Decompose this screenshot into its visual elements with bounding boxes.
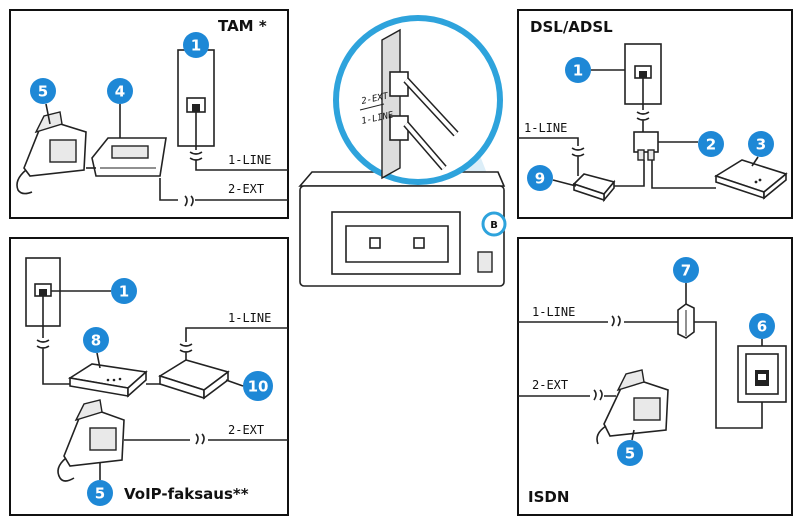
leader-dsl-filter <box>552 179 577 187</box>
badge-wall-jack-voip: 1 <box>111 278 137 304</box>
panel-dsl: DSL/ADSL 1-LINE <box>517 9 793 219</box>
panel-isdn-frame <box>517 237 793 516</box>
wire-filter-jack <box>694 321 763 429</box>
printer-tray <box>345 225 449 263</box>
badge-voip-modem-number: 8 <box>91 332 101 350</box>
badge-telephone-tam: 5 <box>30 78 56 104</box>
wire-adapter-line <box>179 327 288 360</box>
port-marker: B <box>490 220 498 231</box>
voip-line-label: 1-LINE <box>228 311 271 325</box>
badge-splitter-number: 2 <box>706 136 716 154</box>
leader-telephone-isdn <box>631 429 635 441</box>
wire-jack-modem <box>36 296 70 385</box>
wire-line-filter <box>518 315 678 327</box>
leader-voip-modem <box>96 352 101 369</box>
badge-wall-jack-tam: 1 <box>183 32 209 58</box>
badge-dsl-filter: 9 <box>527 165 553 191</box>
isdn-filter <box>677 303 695 339</box>
badge-telephone-isdn: 5 <box>617 440 643 466</box>
wire-line <box>195 160 288 171</box>
port-zoom: 2-EXT 1-LINE <box>333 15 503 185</box>
telephone <box>596 369 669 445</box>
tam-line-label: 1-LINE <box>228 153 271 167</box>
panel-tam-title: TAM * <box>218 17 267 35</box>
badge-isdn-filter: 7 <box>673 257 699 283</box>
port-highlight <box>481 211 507 237</box>
panel-voip-title: VoIP-faksaus** <box>124 485 249 503</box>
badge-isdn-jack-number: 6 <box>757 318 767 336</box>
printer-slot-right <box>413 237 425 249</box>
printer-panel <box>331 211 461 275</box>
badge-splitter: 2 <box>698 131 724 157</box>
port-label-divider <box>359 103 385 111</box>
isdn-line-label: 1-LINE <box>532 305 575 319</box>
badge-wall-jack-dsl: 1 <box>565 57 591 83</box>
panel-tam: TAM * 1-LINE 2-EXT 1 <box>9 9 289 219</box>
panel-voip: 1-LINE 2-EXT VoIP-faksaus** 1 8 10 5 <box>9 237 289 516</box>
dsl-modem <box>714 159 788 200</box>
leader-voip-adapter <box>225 379 244 387</box>
badge-isdn-jack: 6 <box>749 313 775 339</box>
badge-telephone-voip: 5 <box>87 480 113 506</box>
printer-side-connector <box>477 251 493 273</box>
badge-telephone-tam-number: 5 <box>38 83 48 101</box>
isdn-ext-label: 2-EXT <box>532 378 568 392</box>
badge-dsl-modem-number: 3 <box>756 136 766 154</box>
tam-ext-label: 2-EXT <box>228 182 264 196</box>
wire-ext-phone <box>518 389 616 401</box>
badge-telephone-voip-number: 5 <box>95 485 105 503</box>
badge-wall-jack-voip-number: 1 <box>119 283 129 301</box>
answering-machine <box>91 137 167 177</box>
panel-isdn-title: ISDN <box>528 488 569 506</box>
badge-dsl-modem: 3 <box>748 131 774 157</box>
wire-splitter-filter <box>614 160 645 187</box>
panel-dsl-title: DSL/ADSL <box>530 18 613 36</box>
wire-jack-splitter <box>636 78 650 132</box>
printer-slot-left <box>369 237 381 249</box>
badge-voip-adapter: 10 <box>243 371 273 401</box>
badge-answering-machine-number: 4 <box>115 83 125 101</box>
wire-line-filter <box>518 137 585 176</box>
badge-voip-modem: 8 <box>83 327 109 353</box>
telephone <box>57 399 125 482</box>
badge-answering-machine: 4 <box>107 78 133 104</box>
badge-isdn-filter-number: 7 <box>681 262 691 280</box>
voip-ext-label: 2-EXT <box>228 423 264 437</box>
splitter <box>633 131 659 161</box>
wire-splitter-modem <box>651 160 716 189</box>
voip-adapter <box>158 359 230 400</box>
isdn-jack <box>737 345 787 403</box>
voip-modem <box>67 363 148 398</box>
panel-isdn: ISDN 1-LINE 2-EXT 7 <box>517 237 793 516</box>
wire-phone-ext <box>124 433 288 445</box>
printer: B 2-EXT 1-LINE <box>298 15 507 287</box>
badge-voip-adapter-number: 10 <box>248 378 269 396</box>
badge-wall-jack-dsl-number: 1 <box>573 62 583 80</box>
leader-dsl-modem <box>751 156 759 167</box>
badge-telephone-isdn-number: 5 <box>625 445 635 463</box>
badge-wall-jack-tam-number: 1 <box>191 37 201 55</box>
wire-ext <box>159 178 288 207</box>
dsl-filter <box>572 173 616 203</box>
badge-dsl-filter-number: 9 <box>535 170 545 188</box>
dsl-line-label: 1-LINE <box>524 121 567 135</box>
leader-telephone-tam <box>45 103 51 125</box>
